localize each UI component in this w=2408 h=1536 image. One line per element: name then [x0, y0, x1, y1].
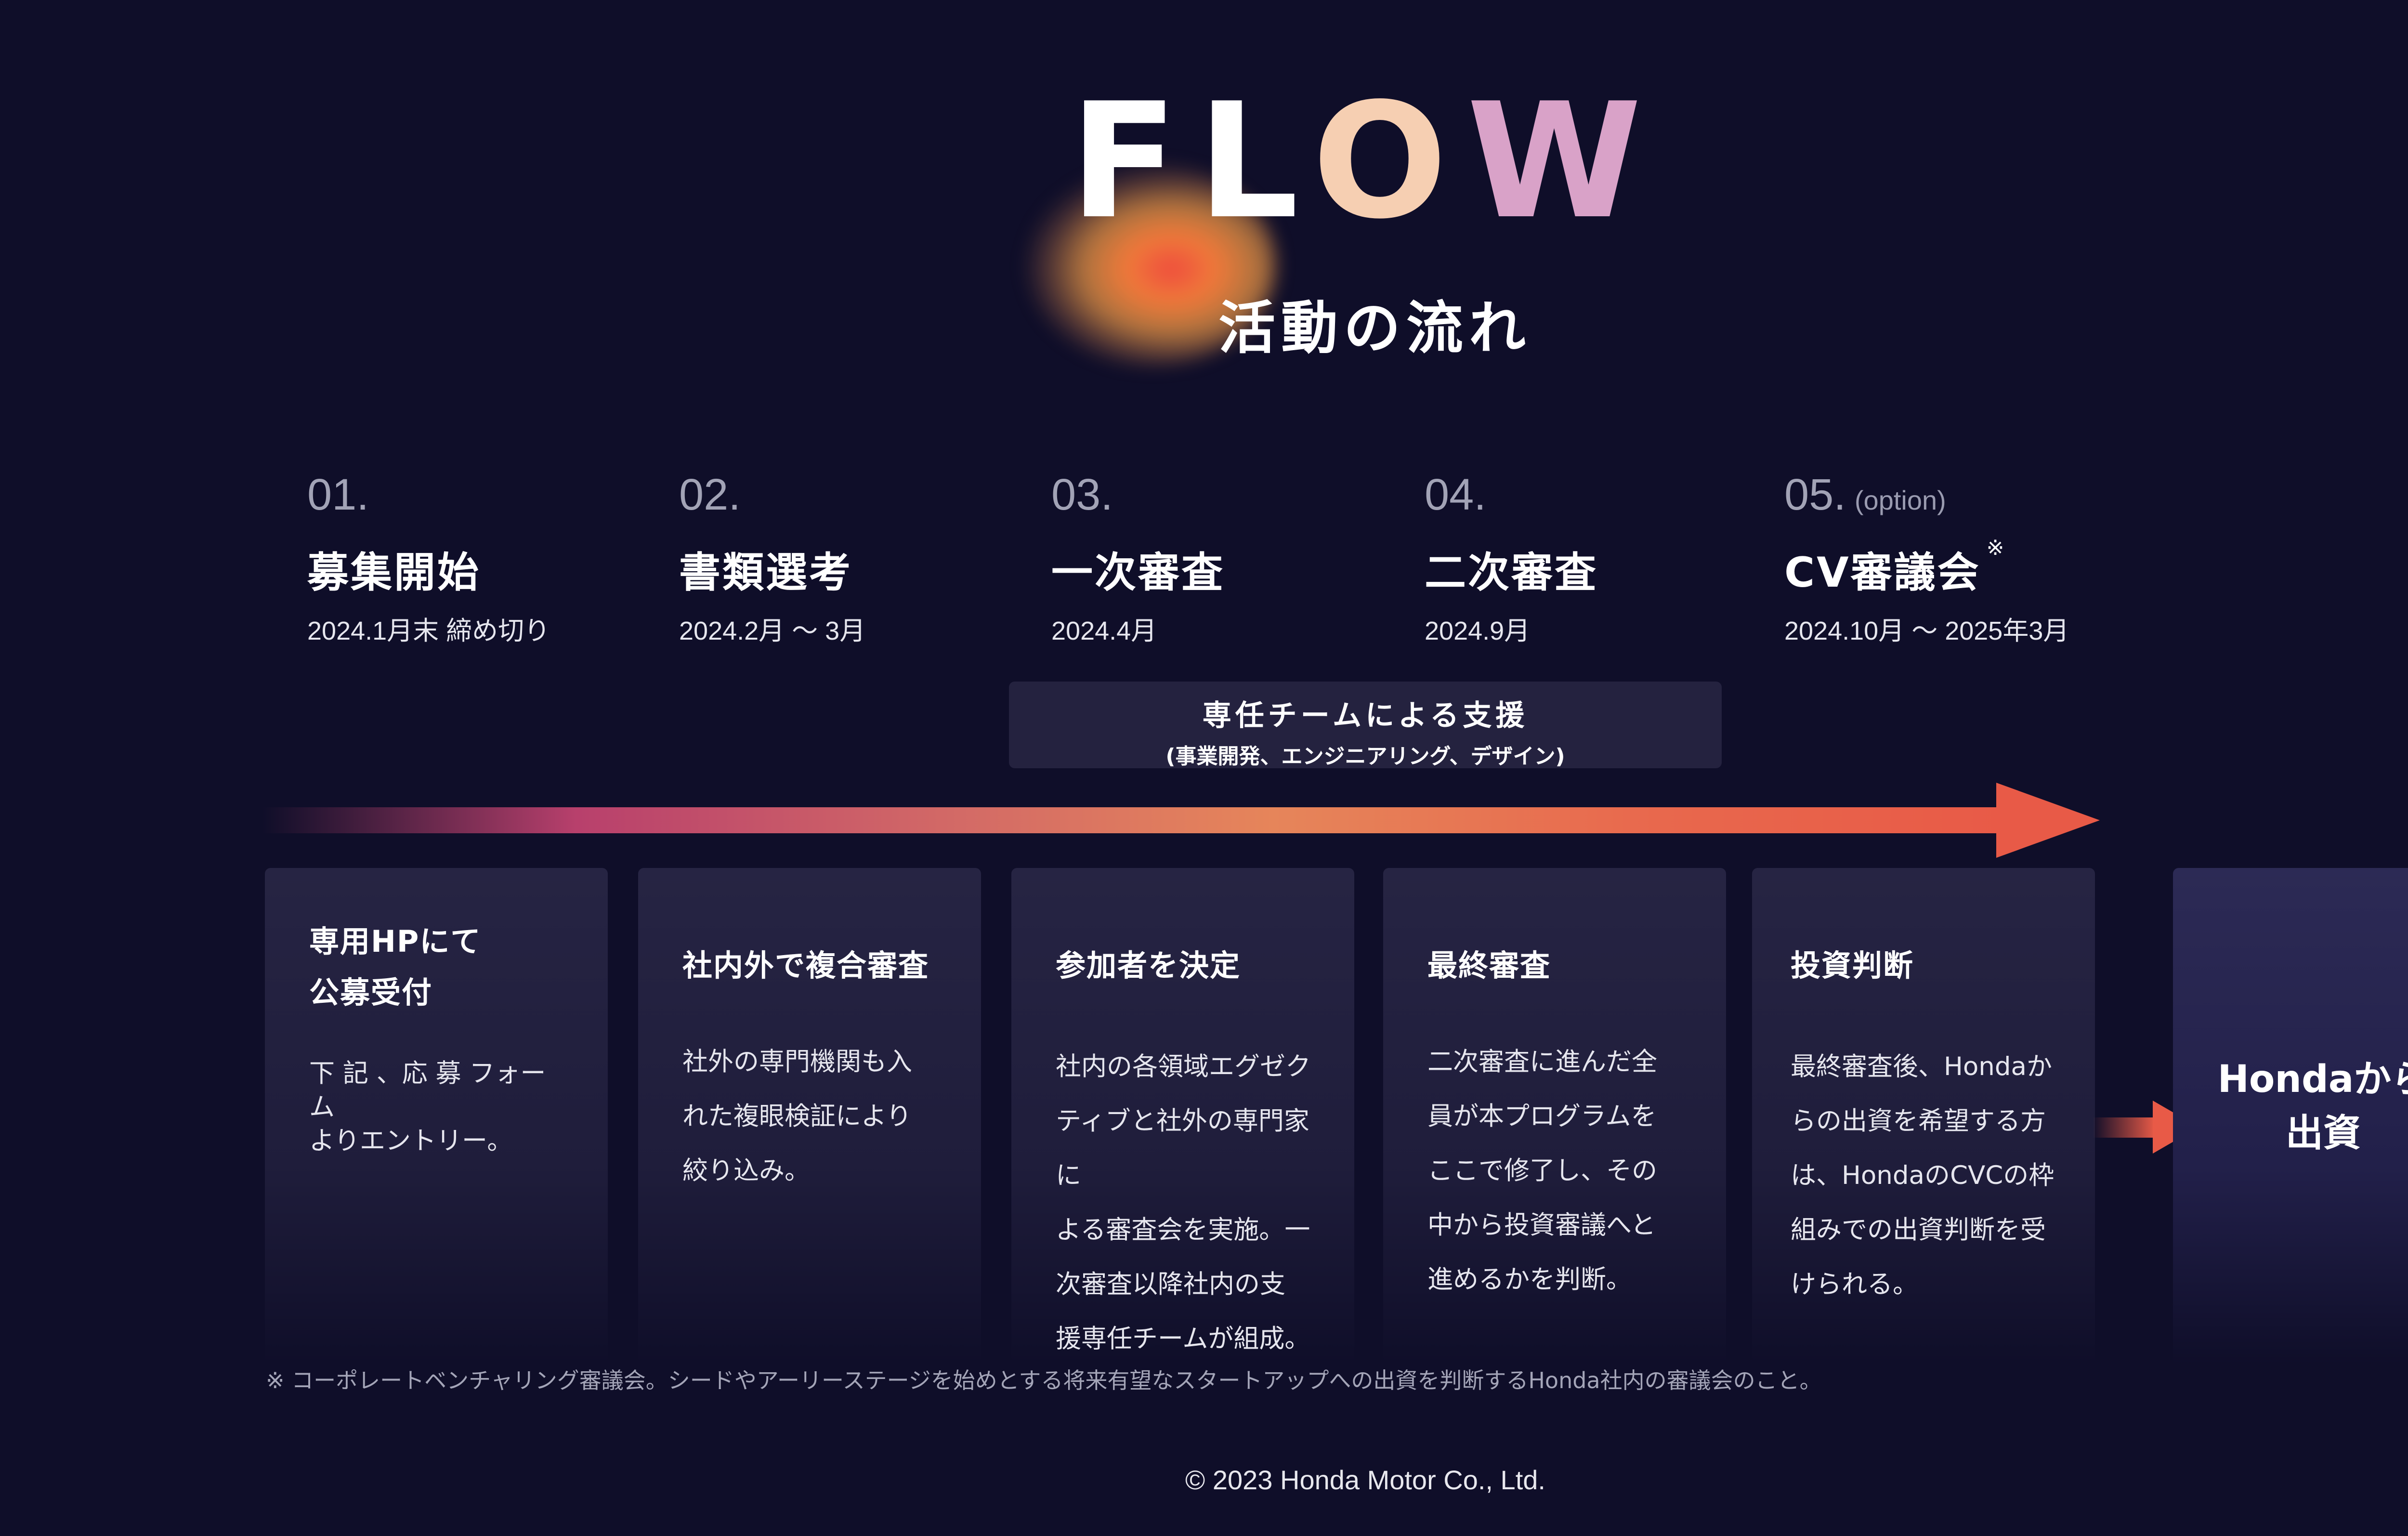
card-heading: 参加者を決定: [1056, 948, 1241, 983]
support-subtitle: (事業開発、エンジニアリング、デザイン): [1165, 744, 1565, 769]
timeline-arrow-head-icon: [1996, 783, 2100, 858]
step-number-text: 03.: [1051, 470, 1113, 519]
step-name: 書類選考: [679, 549, 852, 597]
card-body: 社内の各領域エグゼク ティブと社外の専門家に よる審査会を実施。一 次審査以降社…: [1056, 1052, 1311, 1353]
step-03: 03. 一次審査 2024.4月: [1051, 470, 1225, 647]
copyright: © 2023 Honda Motor Co., Ltd.: [1185, 1465, 1545, 1495]
step-name: 募集開始: [307, 549, 481, 597]
card-heading: 社内外で複合審査: [682, 948, 929, 983]
step-name-text: CV審議会: [1784, 549, 1981, 597]
step-number: 02.: [679, 470, 865, 520]
honda-investment-label: Hondaから 出資: [2217, 1058, 2408, 1155]
step-number-text: 02.: [679, 470, 741, 519]
title-letter-l: L: [1197, 69, 1312, 254]
card-body: 社外の専門機関も入 れた複眼検証により 絞り込み。: [682, 1047, 912, 1185]
card-heading: 最終審査: [1427, 948, 1551, 983]
step-04: 04. 二次審査 2024.9月: [1425, 470, 1598, 647]
card-heading: 専用HPにて 公募受付: [309, 924, 482, 1010]
card-step-04: 最終審査 二次審査に進んだ全 員が本プログラムを ここで修了し、その 中から投資…: [1383, 868, 1726, 1364]
step-number: 05. (option): [1784, 470, 2069, 520]
card-step-01: 専用HPにて 公募受付 下 記 、応 募 フォーム よりエントリー。: [265, 868, 608, 1364]
step-number: 01.: [307, 470, 550, 520]
step-date: 2024.4月: [1051, 617, 1157, 645]
card-body: 下 記 、応 募 フォーム よりエントリー。: [309, 1059, 546, 1155]
step-date: 2024.2月 〜 3月: [679, 617, 866, 645]
step-name: 一次審査: [1051, 549, 1225, 597]
footnote-mark: ※: [1986, 536, 2006, 560]
step-02: 02. 書類選考 2024.2月 〜 3月: [679, 470, 865, 647]
step-05: 05. (option) CV審議会※ 2024.10月 〜 2025年3月: [1784, 470, 2069, 647]
card-step-05: 投資判断 最終審査後、Hondaか らの出資を希望する方 は、HondaのCVC…: [1752, 868, 2095, 1364]
step-name: CV審議会※: [1784, 536, 2069, 599]
card-body: 最終審査後、Hondaか らの出資を希望する方 は、HondaのCVCの枠 組み…: [1791, 1052, 2055, 1299]
title-letter-o: O: [1312, 69, 1467, 254]
step-option-label: (option): [1854, 485, 1946, 515]
step-01: 01. 募集開始 2024.1月末 締め切り: [307, 470, 550, 647]
support-team-box: 専任チームによる支援 (事業開発、エンジニアリング、デザイン): [1009, 682, 1722, 769]
step-date: 2024.1月末 締め切り: [307, 617, 550, 645]
step-number: 03.: [1051, 470, 1225, 520]
final-arrow-bar: [2093, 1117, 2155, 1138]
footnote: ※ コーポレートベンチャリング審議会。シードやアーリーステージを始めとする将来有…: [266, 1367, 1822, 1393]
page-title: FLOW: [0, 82, 2408, 241]
support-title: 専任チームによる支援: [1202, 699, 1529, 733]
honda-investment-box: Hondaから 出資: [2173, 868, 2408, 1364]
card-step-02: 社内外で複合審査 社外の専門機関も入 れた複眼検証により 絞り込み。: [638, 868, 981, 1364]
card-step-03: 参加者を決定 社内の各領域エグゼク ティブと社外の専門家に よる審査会を実施。一…: [1011, 868, 1354, 1364]
step-date: 2024.10月 〜 2025年3月: [1784, 617, 2069, 645]
title-letter-w: W: [1466, 69, 1662, 254]
timeline-arrow-bar: [262, 807, 2006, 833]
step-name: 二次審査: [1425, 549, 1598, 597]
step-number-text: 04.: [1425, 470, 1486, 519]
title-letter-f: F: [1069, 69, 1198, 254]
step-number-text: 01.: [307, 470, 369, 519]
step-number-text: 05.: [1784, 470, 1846, 519]
page-subtitle: 活動の流れ: [1218, 295, 1531, 361]
step-date: 2024.9月: [1425, 617, 1531, 645]
card-heading: 投資判断: [1791, 948, 1914, 983]
step-number: 04.: [1425, 470, 1598, 520]
gradient-blob-decoration: [1026, 164, 1276, 366]
card-body: 二次審査に進んだ全 員が本プログラムを ここで修了し、その 中から投資審議へと …: [1427, 1047, 1657, 1294]
